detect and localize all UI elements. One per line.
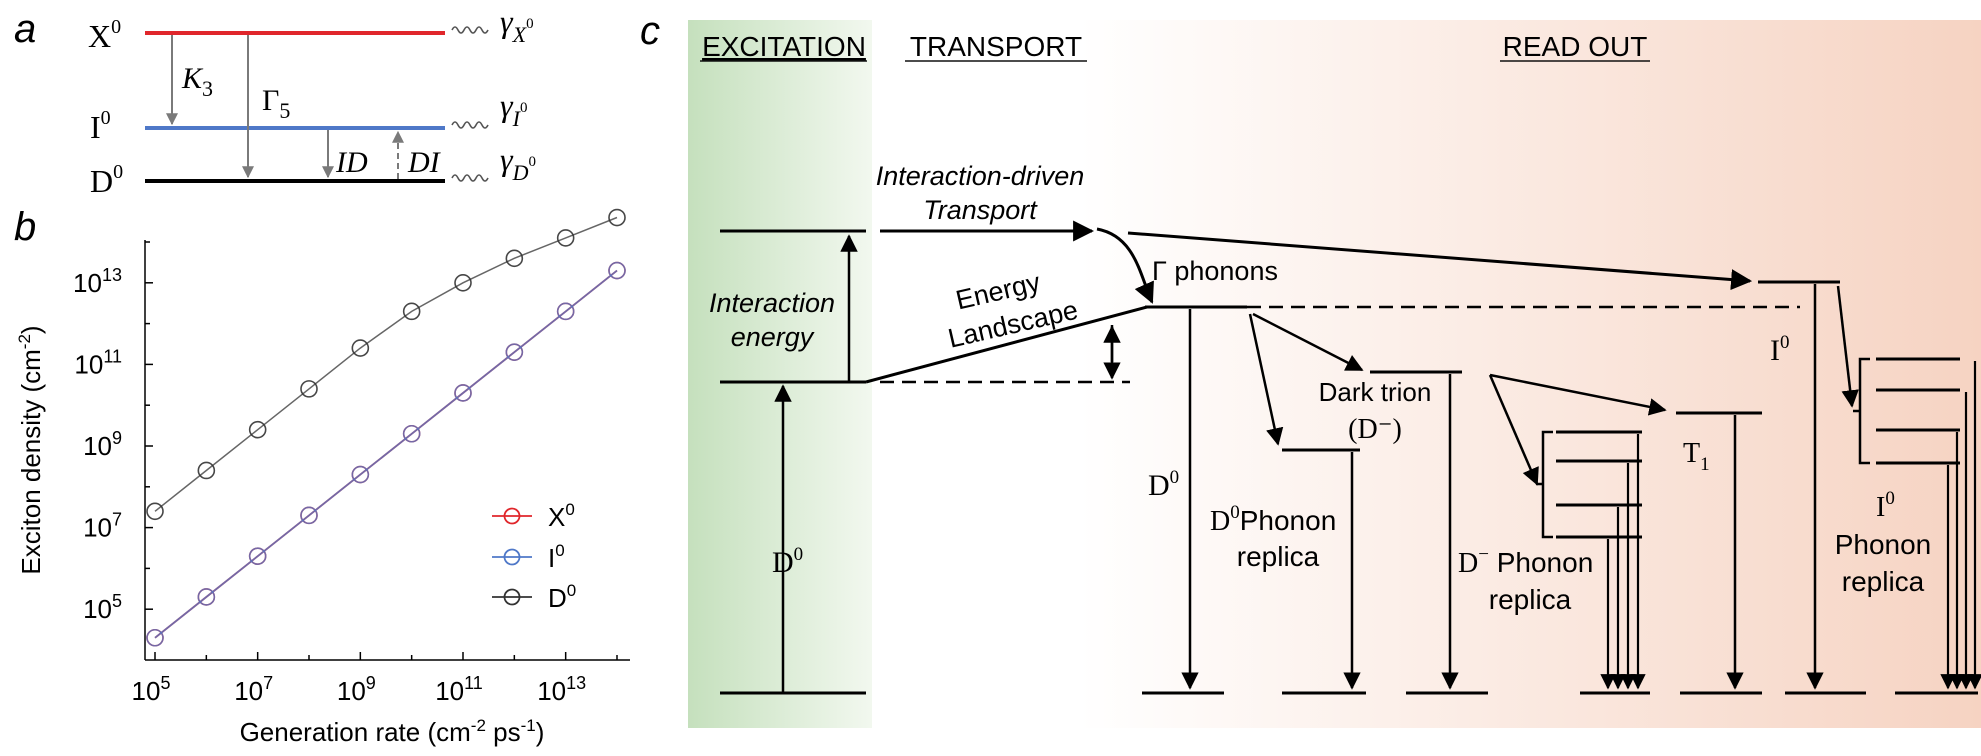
x-axis-label: Generation rate (cm-2 ps-1) — [240, 716, 545, 747]
gamma-phonon-curve — [1096, 227, 1154, 304]
d0-replica-label-2: replica — [1237, 541, 1320, 572]
series-line-d0 — [154, 216, 618, 512]
dark-trion-arrow — [1252, 312, 1364, 372]
i0-replica-arrow — [1836, 285, 1859, 408]
x-tick-label: 1011 — [435, 673, 483, 706]
data-point-i0 — [300, 506, 318, 525]
gamma-x0-label: γX0 — [500, 3, 534, 47]
panel-c-letter: c — [640, 9, 660, 53]
x-tick-label: 105 — [132, 673, 171, 706]
gamma-d0-label: γD0 — [500, 141, 536, 185]
dark-trion-label-2: (D⁻) — [1348, 414, 1402, 445]
energy-landscape-slope — [865, 305, 1148, 384]
data-point-d0 — [146, 502, 164, 521]
x0-level-label: X0 — [88, 16, 121, 54]
svg-text:D0: D0 — [548, 581, 576, 613]
dminus-replica-arrow — [1488, 374, 1539, 486]
interaction-driven-label-2: Transport — [923, 195, 1038, 225]
data-point-i0 — [197, 588, 216, 606]
data-point-i0 — [454, 384, 472, 402]
dminus-replica-label-1: D− Phonon — [1458, 544, 1593, 579]
data-point-i0 — [556, 302, 575, 321]
i0-replica-label-3: replica — [1842, 566, 1925, 597]
i0-replica-label-2: Phonon — [1835, 529, 1932, 560]
di-label: DI — [407, 146, 442, 179]
dminus-replica-label-2: replica — [1489, 584, 1572, 615]
d0-level-label: D0 — [90, 161, 123, 199]
d0-replica-arrow — [1248, 313, 1284, 446]
data-point-i0 — [402, 424, 421, 443]
gamma5-label: Γ5 — [262, 84, 290, 123]
i0-level-label: I0 — [90, 107, 111, 145]
readout-background — [1080, 20, 1981, 728]
axis-ticks: 105 107 109 1011 1013 105 107 109 1011 1013 — [73, 241, 618, 706]
panel-b: b 105 107 109 1011 1013 105 107 109 1011 1013 Gen… — [14, 205, 630, 747]
d0-replica-label-1: D0Phonon — [1210, 502, 1336, 537]
section-excitation: EXCITATION — [702, 31, 866, 62]
y-tick-label: 1011 — [74, 346, 122, 379]
id-label: ID — [335, 146, 368, 179]
i0-transport-arrow — [1127, 231, 1753, 291]
panel-a-letter: a — [14, 7, 36, 51]
svg-text:I0: I0 — [548, 541, 565, 573]
i0-replica-bracket — [1853, 357, 1870, 465]
plot-series — [146, 208, 626, 647]
legend-item-d0: D0 — [492, 581, 576, 613]
x-tick-label: 109 — [337, 673, 376, 706]
data-point-i0 — [351, 465, 370, 484]
dminus-replica-bracket — [1536, 430, 1553, 539]
panel-c: c EXCITATION TRANSPORT READ OUT D0 Inter… — [640, 9, 1981, 728]
data-point-d0 — [197, 461, 216, 480]
data-point-i0 — [505, 343, 524, 361]
series-line-i0 — [154, 269, 618, 639]
section-readout: READ OUT — [1503, 31, 1648, 62]
chart-legend: X0 I0 D0 — [492, 500, 576, 613]
panel-a: a X0 I0 D0 K3 Γ5 ID DI γX0 γI0 γD0 — [14, 3, 536, 199]
legend-item-i0: I0 — [492, 541, 565, 573]
excitation-background — [688, 20, 872, 728]
data-point-d0 — [505, 249, 524, 268]
data-point-i0 — [608, 261, 626, 280]
interaction-driven-label-1: Interaction-driven — [876, 161, 1085, 191]
data-point-d0 — [608, 208, 626, 227]
x-tick-label: 107 — [234, 673, 273, 706]
y-tick-label: 107 — [83, 510, 122, 543]
gamma-phonons-label: Γ phonons — [1152, 256, 1278, 286]
d0-readout-label: D0 — [1148, 467, 1179, 502]
legend-item-x0: X0 — [492, 500, 575, 532]
data-point-i0 — [146, 628, 164, 647]
i0-emission-wave — [451, 121, 489, 129]
t1-label: T1 — [1683, 438, 1710, 475]
y-axis-label: Exciton density (cm-2) — [15, 325, 46, 574]
data-point-d0 — [300, 380, 318, 398]
x-tick-label: 1013 — [537, 673, 586, 706]
interaction-energy-label-1: Interaction — [709, 288, 835, 318]
y-tick-label: 105 — [83, 591, 122, 624]
data-point-d0 — [402, 302, 421, 321]
panel-b-letter: b — [14, 205, 36, 249]
section-transport: TRANSPORT — [910, 31, 1082, 62]
data-point-d0 — [351, 339, 370, 357]
dark-trion-label-1: Dark trion — [1319, 377, 1432, 407]
t1-arrow — [1489, 373, 1667, 416]
d0-excitation-label: D0 — [772, 544, 803, 579]
data-point-d0 — [454, 273, 472, 292]
svg-text:X0: X0 — [548, 500, 575, 532]
i0-replica-label-1: I0 — [1876, 488, 1895, 523]
k3-label: K3 — [181, 62, 213, 101]
data-point-d0 — [556, 229, 575, 247]
y-tick-label: 1013 — [73, 265, 122, 298]
d0-emission-wave — [451, 174, 489, 182]
data-point-d0 — [248, 420, 267, 439]
y-tick-label: 109 — [83, 428, 122, 461]
gamma-i0-label: γI0 — [500, 87, 527, 131]
data-point-i0 — [248, 547, 267, 565]
x0-emission-wave — [451, 26, 489, 34]
i0-readout-label: I0 — [1770, 332, 1790, 367]
interaction-energy-label-2: energy — [731, 322, 815, 352]
